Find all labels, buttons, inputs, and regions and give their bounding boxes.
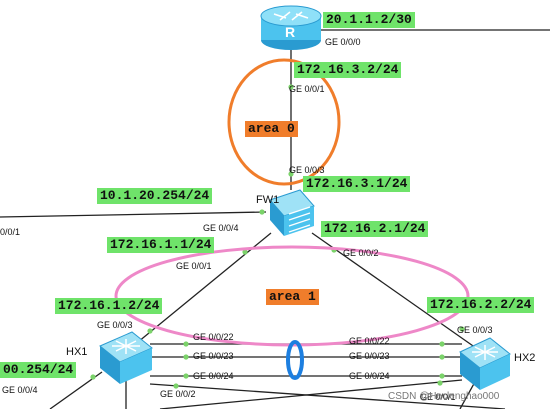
link-fw1-hx1 bbox=[137, 232, 272, 343]
ip-hx2-up: 172.16.2.2/24 bbox=[427, 297, 535, 313]
port-hx1-g0024: GE 0/0/24 bbox=[193, 371, 234, 381]
port-fw1-g001: GE 0/0/1 bbox=[176, 261, 212, 271]
port-dot-hx1-g003 bbox=[147, 328, 153, 334]
area1-label: area 1 bbox=[266, 289, 319, 305]
core-switch-icon-hx2[interactable] bbox=[459, 337, 511, 390]
port-dot-hx1-g0024 bbox=[183, 373, 189, 379]
hx1-label: HX1 bbox=[66, 346, 88, 358]
port-router-g001: GE 0/0/1 bbox=[289, 84, 325, 94]
port-dot-hx2-g0024 bbox=[439, 373, 445, 379]
port-hx1-g004: GE 0/0/4 bbox=[2, 385, 38, 395]
port-hx1-g003: GE 0/0/3 bbox=[97, 320, 133, 330]
port-fw1-g004: GE 0/0/4 bbox=[203, 223, 239, 233]
watermark: CSDN @Heclenghao000 bbox=[388, 391, 500, 402]
link-cross-hx1-hx2 bbox=[149, 383, 506, 409]
port-hx2-g0024: GE 0/0/24 bbox=[349, 371, 390, 381]
ip-fw1-left: 10.1.20.254/24 bbox=[97, 188, 213, 204]
port-hx2-g0022: GE 0/0/22 bbox=[349, 336, 390, 346]
port-left-edge: 0/0/1 bbox=[0, 227, 21, 237]
core-switch-icon-hx1[interactable] bbox=[99, 331, 153, 384]
port-dot-hx1-g0022 bbox=[183, 341, 189, 347]
area0-ring bbox=[227, 58, 341, 186]
area0-label: area 0 bbox=[245, 121, 298, 137]
port-hx2-g001: GE 0/0/1 bbox=[420, 392, 456, 402]
fw1-label: FW1 bbox=[256, 194, 280, 206]
port-fw1-g003: GE 0/0/3 bbox=[289, 165, 325, 175]
port-hx2-g0023: GE 0/0/23 bbox=[349, 351, 390, 361]
port-dot-hx2-g0023 bbox=[439, 354, 445, 360]
link-hx2-down bbox=[459, 379, 477, 409]
port-dot-hx1-g004 bbox=[90, 374, 96, 380]
ip-fw1-hx2: 172.16.2.1/24 bbox=[321, 221, 429, 237]
ip-fw1-hx1: 172.16.1.1/24 bbox=[107, 237, 215, 253]
port-fw1-g002: GE 0/0/2 bbox=[343, 248, 379, 258]
ip-router-down: 172.16.3.2/24 bbox=[294, 62, 402, 78]
port-dot-hx2-g001 bbox=[437, 380, 443, 386]
ip-hx1-left: 00.254/24 bbox=[0, 362, 77, 378]
hx2-label: HX2 bbox=[514, 352, 536, 364]
port-hx2-g003: GE 0/0/3 bbox=[457, 325, 493, 335]
port-dot-hx1-g002 bbox=[173, 383, 179, 389]
port-router-g000: GE 0/0/0 bbox=[325, 37, 361, 47]
port-hx1-g0023: GE 0/0/23 bbox=[193, 351, 234, 361]
firewall-icon[interactable] bbox=[269, 189, 315, 236]
router-icon[interactable] bbox=[260, 5, 322, 50]
port-dot-hx2-g003 bbox=[459, 326, 465, 332]
port-dot-hx1-g0023 bbox=[183, 354, 189, 360]
port-dot-router-g001 bbox=[288, 84, 294, 90]
ip-router-uplink: 20.1.1.2/30 bbox=[323, 12, 415, 28]
ip-fw1-up: 172.16.3.1/24 bbox=[303, 176, 411, 192]
port-dot-fw1-g001 bbox=[242, 249, 248, 255]
port-hx1-g0022: GE 0/0/22 bbox=[193, 332, 234, 342]
port-hx1-g002: GE 0/0/2 bbox=[160, 389, 196, 399]
port-dot-fw1-g004 bbox=[259, 209, 265, 215]
port-dot-hx2-g0022 bbox=[439, 341, 445, 347]
link-fw1-hx2 bbox=[311, 232, 477, 349]
ip-hx1-up: 172.16.1.2/24 bbox=[55, 298, 163, 314]
port-dot-fw1-g003 bbox=[288, 171, 294, 177]
link-cross-hx2-hx1 bbox=[159, 379, 463, 409]
link-fw1-left bbox=[0, 211, 267, 218]
router-letter: R bbox=[285, 24, 296, 40]
eth-trunk-ring bbox=[286, 340, 304, 380]
